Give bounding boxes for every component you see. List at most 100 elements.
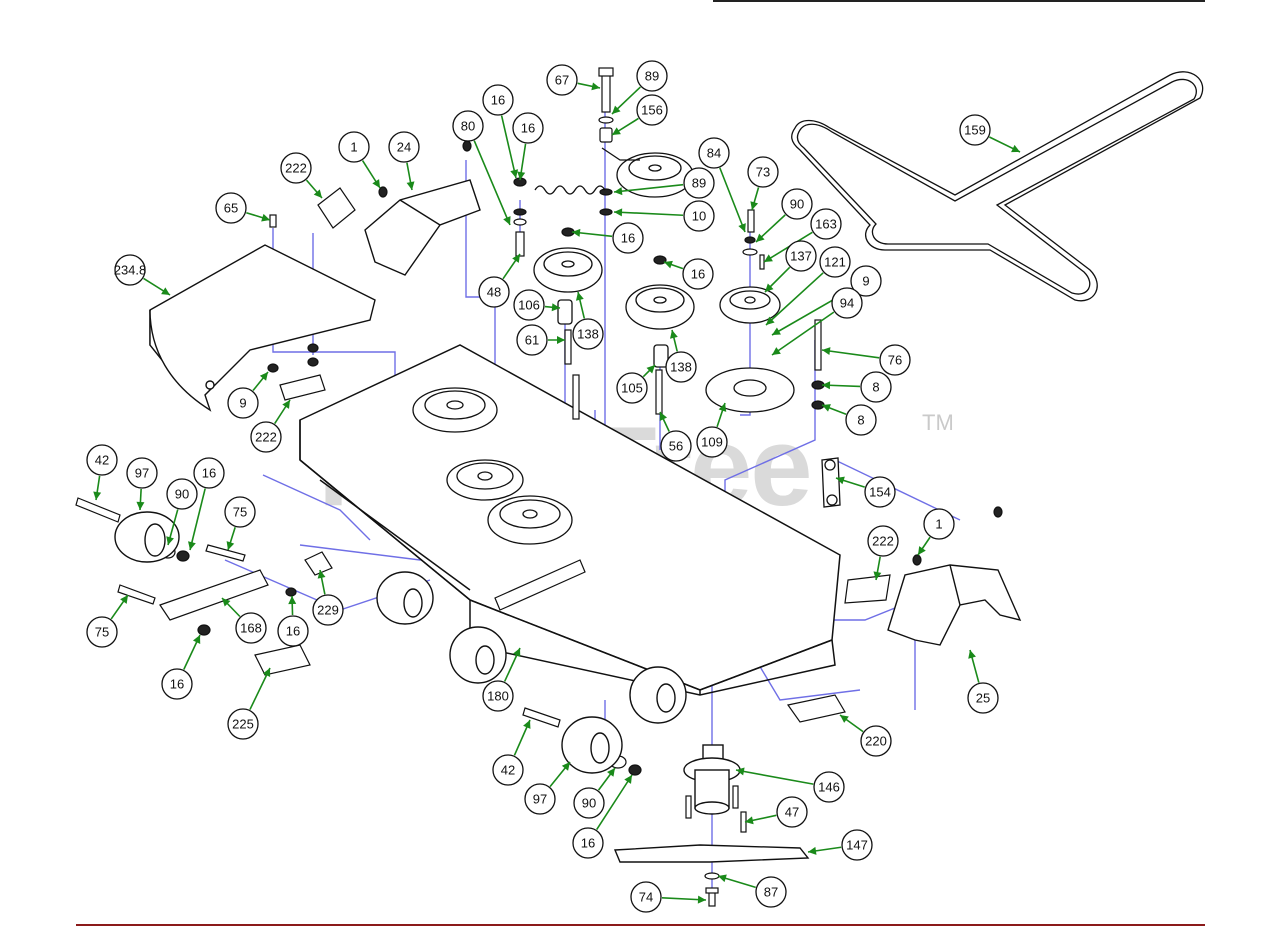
callout-label: 137 [790, 249, 812, 264]
callout-label: 97 [533, 792, 547, 807]
callout-circle [612, 222, 644, 254]
hardware [160, 67, 1003, 907]
callout-arrowhead [503, 216, 511, 225]
callout-circle [250, 421, 282, 453]
top-rule [713, 0, 1205, 2]
callout-arrowhead [523, 720, 531, 729]
callout-arrowhead [765, 283, 774, 292]
callout-circle [516, 324, 548, 356]
callout-16: 16 [512, 112, 544, 181]
watermark-trademark: TM [922, 410, 954, 435]
callout-leader [719, 167, 746, 233]
callout-arrowhead [745, 816, 754, 825]
callout-220: 220 [839, 714, 892, 757]
callout-16: 16 [571, 222, 644, 254]
callout-label: 84 [707, 146, 721, 161]
callout-75: 75 [86, 594, 129, 648]
callout-arrowhead [317, 570, 326, 579]
callout-arrowhead [614, 208, 623, 217]
wheel-hardware [75, 497, 586, 728]
callout-arrowhead [764, 254, 773, 262]
callout-circle [864, 476, 896, 508]
drive-belt [791, 71, 1204, 302]
callout-97: 97 [126, 457, 158, 511]
callout-circle [512, 112, 544, 144]
callout-circle [959, 114, 991, 146]
callout-circle [161, 668, 193, 700]
callout-circle [967, 682, 999, 714]
callout-circle [452, 110, 484, 142]
callout-arrowhead [261, 213, 270, 222]
belt-shields [364, 179, 1022, 646]
bottom-rule [76, 924, 1205, 926]
callout-circle [86, 444, 118, 476]
callout-16: 16 [663, 258, 714, 290]
callout-circle [636, 94, 668, 126]
callout-arrowhead [612, 127, 621, 135]
callout-circle [492, 754, 524, 786]
callout-label: 146 [818, 780, 840, 795]
callout-label: 163 [815, 217, 837, 232]
callout-label: 16 [202, 466, 216, 481]
callout-circle [841, 829, 873, 861]
callout-label: 16 [491, 93, 505, 108]
callout-label: 16 [286, 624, 300, 639]
callout-16: 16 [277, 595, 309, 647]
callout-label: 8 [872, 380, 879, 395]
callout-circle [682, 258, 714, 290]
callout-label: 16 [621, 231, 635, 246]
callout-circle [683, 167, 715, 199]
callout-arrowhead [756, 233, 765, 242]
callout-arrowhead [607, 768, 615, 777]
callout-42: 42 [86, 444, 118, 501]
callout-circle [277, 615, 309, 647]
callout-circle [636, 60, 668, 92]
callout-label: 16 [521, 121, 535, 136]
callout-arrowhead [772, 347, 781, 355]
callout-25: 25 [967, 649, 999, 714]
callout-106: 106 [513, 289, 561, 321]
idler-arm [821, 457, 841, 508]
callout-arrowhead [772, 327, 781, 335]
left-baffle [149, 244, 376, 412]
callout-arrowhead [513, 648, 521, 657]
upper-pulleys [533, 152, 795, 413]
callout-74: 74 [630, 881, 707, 913]
callout-222: 222 [280, 152, 323, 199]
callout-circle [193, 457, 225, 489]
callout-label: 10 [692, 209, 706, 224]
callout-label: 234.8 [114, 263, 147, 278]
callout-arrowhead [591, 82, 600, 91]
callout-90: 90 [166, 478, 198, 546]
callout-label: 225 [232, 717, 254, 732]
callout-circle [312, 594, 344, 626]
callout-94: 94 [771, 287, 863, 356]
callout-circle [482, 680, 514, 712]
callout-circle [524, 783, 556, 815]
callout-138: 138 [665, 329, 697, 383]
callout-24: 24 [388, 131, 420, 191]
callout-109: 109 [696, 402, 728, 458]
callout-label: 156 [641, 103, 663, 118]
callout-label: 47 [785, 805, 799, 820]
callout-76: 76 [821, 344, 911, 376]
callout-circle [879, 344, 911, 376]
callout-label: 48 [487, 285, 501, 300]
callout-circle [166, 478, 198, 510]
callout-circle [696, 426, 728, 458]
callout-label: 76 [888, 353, 902, 368]
callout-circle [572, 318, 604, 350]
callout-leader [500, 115, 517, 179]
callout-label: 1 [935, 517, 942, 532]
spindle-and-blade [613, 744, 810, 863]
callout-9: 9 [227, 371, 269, 419]
callout-arrowhead [1011, 144, 1020, 153]
callout-84: 84 [698, 137, 746, 233]
callout-arrowhead [808, 846, 817, 855]
callout-label: 9 [239, 396, 246, 411]
callout-arrowhead [750, 201, 759, 210]
callout-90: 90 [573, 767, 616, 819]
callout-48: 48 [478, 253, 521, 308]
callout-147: 147 [807, 829, 873, 861]
callout-arrowhead [557, 336, 565, 344]
